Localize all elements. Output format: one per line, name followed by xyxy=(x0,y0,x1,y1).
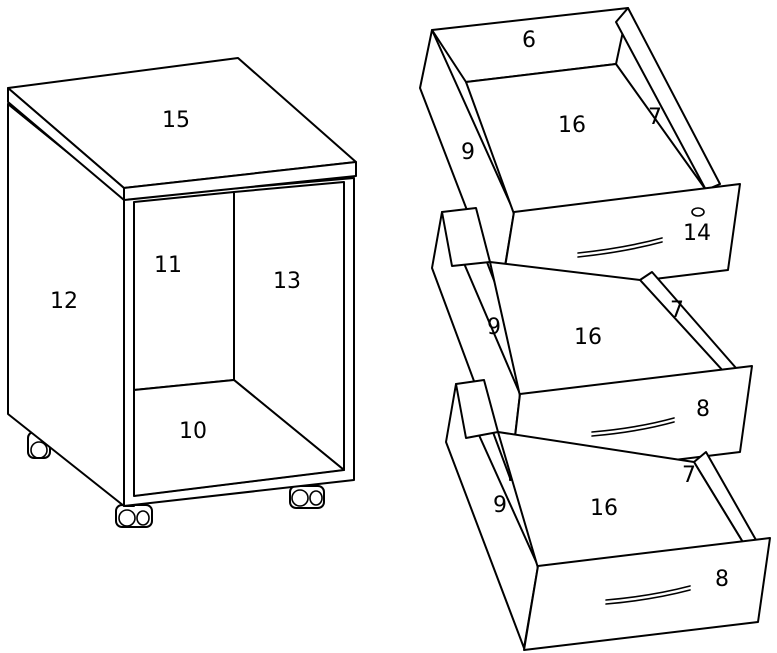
label-drawer-bottom-front: 8 xyxy=(715,567,729,592)
drawer-top-right-side xyxy=(615,7,721,191)
label-drawer-top-front: 14 xyxy=(683,221,711,246)
label-cabinet-left-side: 12 xyxy=(50,289,78,314)
drawer-middle-handle xyxy=(591,417,675,433)
label-drawer-top-back: 6 xyxy=(522,28,536,53)
cabinet-top-side-edge xyxy=(7,87,125,201)
caster-front-left xyxy=(115,504,153,528)
drawer-bottom-handle xyxy=(605,585,691,601)
label-drawer-bottom-left-side: 9 xyxy=(493,493,507,518)
drawer-top-handle xyxy=(577,237,663,254)
drawer-top-lock-icon xyxy=(691,207,705,217)
caster-front-right xyxy=(289,485,325,509)
label-drawer-top-left-side: 9 xyxy=(461,140,475,165)
label-drawer-middle-left-side: 9 xyxy=(487,315,501,340)
cabinet-back-panel xyxy=(133,191,235,391)
label-cabinet-back: 11 xyxy=(154,253,182,278)
cabinet: 15 12 11 13 10 xyxy=(7,57,357,528)
label-cabinet-top: 15 xyxy=(162,108,190,133)
label-cabinet-right-side: 13 xyxy=(273,269,301,294)
drawer-bottom-front xyxy=(523,537,771,651)
label-drawer-middle-right-side: 7 xyxy=(670,298,684,323)
label-drawer-top-right-side: 7 xyxy=(648,105,662,130)
label-drawer-top-bottom: 16 xyxy=(558,113,586,138)
label-cabinet-bottom: 10 xyxy=(179,419,207,444)
label-drawer-bottom-right-side: 7 xyxy=(682,463,696,488)
label-drawer-middle-front: 8 xyxy=(696,397,710,422)
label-drawer-middle-bottom: 16 xyxy=(574,325,602,350)
label-drawer-bottom-bottom: 16 xyxy=(590,496,618,521)
drawer-bottom: 9 7 16 8 xyxy=(445,379,771,651)
